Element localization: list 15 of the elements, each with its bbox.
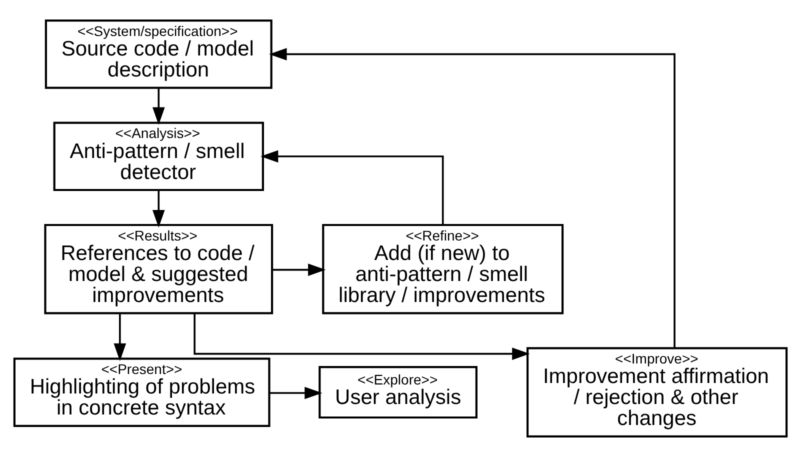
node-box: <<System/specification>> Source code / model description	[44, 20, 272, 89]
node-box: <<Improve>> Improvement affirmation / rejection & other changes	[526, 347, 788, 438]
arrow	[194, 313, 530, 360]
arrow	[270, 386, 322, 400]
arrow	[114, 314, 126, 362]
node-box: <<Refine>> Add (if new) to anti-pattern / smell library / improvements	[322, 224, 564, 314]
arrow	[152, 88, 165, 125]
arrow	[272, 264, 326, 276]
node-box: <<Explore>> User analysis	[318, 366, 478, 419]
arrow	[152, 190, 165, 228]
arrow	[260, 150, 444, 225]
node-box: <<Analysis>> Anti-pattern / smell detector	[53, 122, 264, 192]
node-box: <<Results>> References to code / model & suggested improvements	[44, 224, 274, 314]
node-box: <<Present>> Highlighting of problems in concrete syntax	[13, 358, 270, 427]
arrow	[269, 48, 676, 348]
